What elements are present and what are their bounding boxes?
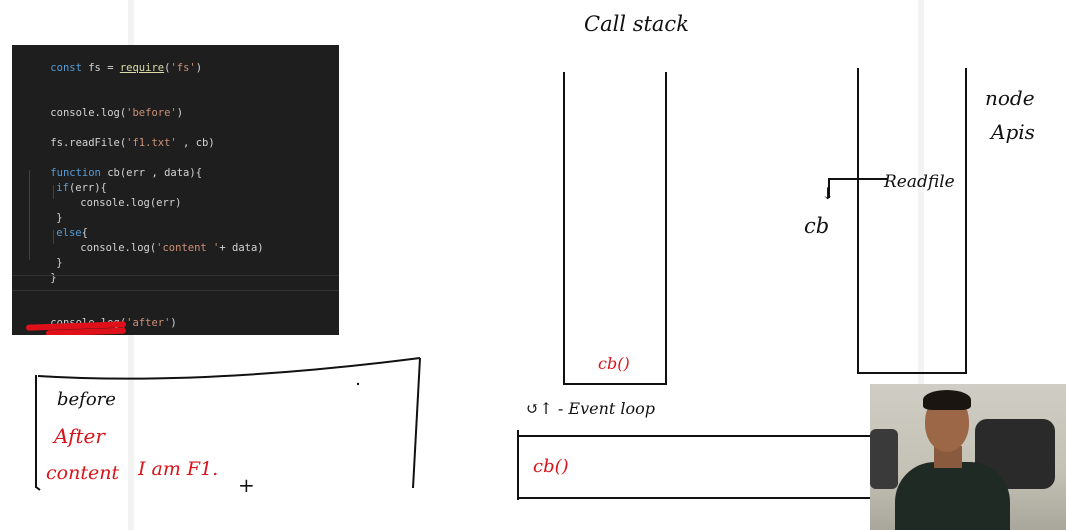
indent-guide xyxy=(53,230,54,244)
person-hair xyxy=(923,390,971,410)
cb-label: cb xyxy=(804,214,830,238)
webcam-overlay xyxy=(870,384,1066,530)
person-body xyxy=(895,462,1010,530)
code-line: else{ xyxy=(56,227,88,239)
arrow-down-icon: ↓ xyxy=(821,184,835,203)
readfile-connector-down xyxy=(828,178,830,198)
call-stack-bottom xyxy=(563,383,667,385)
office-chair xyxy=(870,429,898,489)
queue-top xyxy=(517,435,870,437)
plus-cursor-icon: + xyxy=(238,473,255,497)
code-line: const fs = require('fs') xyxy=(50,62,203,74)
code-line: console.log('content '+ data) xyxy=(80,242,264,254)
code-line: if(err){ xyxy=(56,182,107,194)
queue-item: cb() xyxy=(533,456,569,477)
readfile-connector xyxy=(828,178,888,180)
code-line: console.log(err) xyxy=(80,197,182,209)
queue-bottom xyxy=(517,497,870,499)
call-stack-title: Call stack xyxy=(584,12,689,36)
call-stack-left-wall xyxy=(563,72,565,384)
code-line: } xyxy=(56,257,63,269)
node-apis-left-wall xyxy=(857,68,859,374)
node-apis-label: node xyxy=(985,86,1035,110)
indent-guide xyxy=(29,170,30,260)
person-neck xyxy=(934,446,962,468)
readfile-label: Readfile xyxy=(884,172,955,192)
code-editor-panel: const fs = require('fs') console.log('be… xyxy=(12,45,339,335)
node-apis-right-wall xyxy=(965,68,967,374)
background-stripe xyxy=(918,0,924,530)
node-apis-bottom xyxy=(857,372,967,374)
code-line: fs.readFile('f1.txt' , cb) xyxy=(50,137,215,149)
output-line-content-value: I am F1. xyxy=(138,458,219,480)
code-line: function cb(err , data){ xyxy=(50,167,203,179)
code-line: console.log('before') xyxy=(50,107,184,119)
code-line: } xyxy=(56,212,63,224)
event-loop-label: ↺↑ - Event loop xyxy=(526,399,656,418)
output-line-after: After xyxy=(54,424,105,448)
output-line-content: content xyxy=(46,462,120,484)
current-line-highlight xyxy=(12,275,339,291)
queue-left xyxy=(517,430,519,500)
call-stack-right-wall xyxy=(665,72,667,384)
call-stack-item: cb() xyxy=(598,354,630,373)
output-line-before: before xyxy=(57,389,116,410)
indent-guide xyxy=(53,185,54,199)
code-line: } xyxy=(50,272,57,284)
node-apis-label: Apis xyxy=(991,120,1035,144)
